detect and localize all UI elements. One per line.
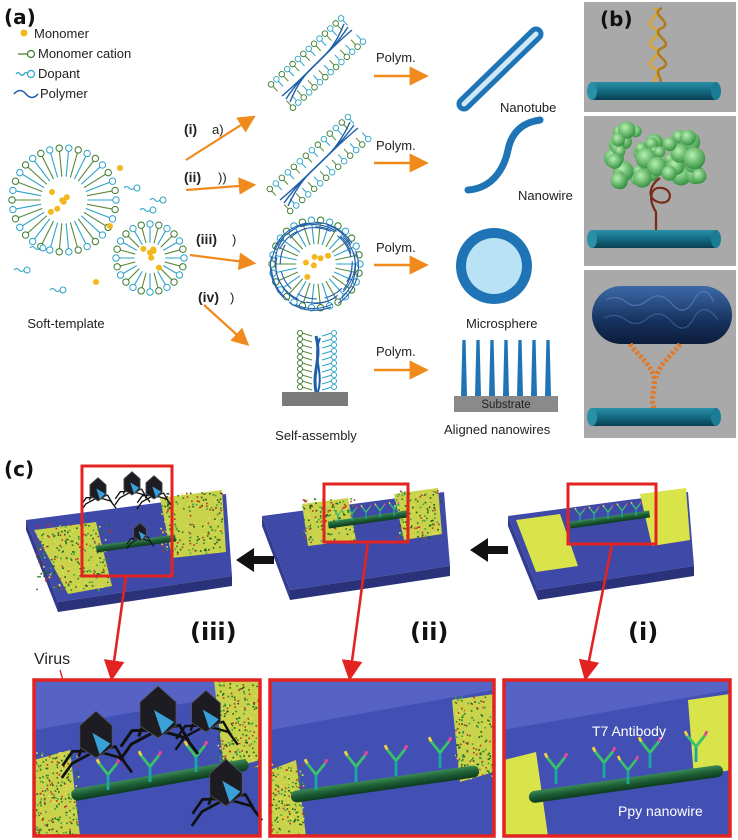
soft-template-label: Soft-template [27,316,104,331]
legend-monomer: Monomer [34,26,90,41]
zoom-frame-i [502,678,732,838]
antibody-linker-orange [627,342,683,414]
polym-label-4: Polym. [376,344,416,359]
route-arrow-ii [185,177,257,195]
legend: Monomer Monomer cation Dopant Polymer [13,26,131,101]
zoom-arrow-iii [103,575,128,682]
route-i-sub: a) [212,122,224,137]
panel-b: (b) [584,2,736,438]
zoom-box-chip-iii [80,464,174,578]
self-assembly-structure [282,329,348,406]
dna-helix [648,6,668,85]
nanowire-label: Nanowire [518,188,573,203]
nanotube-product [456,26,544,112]
panel-c-label: (c) [4,457,34,481]
legend-monomer-cation: Monomer cation [38,46,131,61]
zoom-panel-i: T7 Antibody Ppy nanowire [502,678,732,838]
zoom-box-chip-ii [322,482,410,544]
chip-iii [26,490,232,612]
nanowire-product [464,116,544,194]
zoom-panel-ii [268,678,496,838]
zoom-arrow-ii [341,541,370,682]
microsphere-product [456,228,532,304]
polym-label-3: Polym. [376,240,416,255]
zoom-frame-ii [268,678,496,838]
nanotube-label: Nanotube [500,100,556,115]
micelle-small [112,220,188,296]
substrate-block [454,396,558,412]
process-arrow-ii-to-iii [236,548,274,572]
nanowire-zoom-label: Ppy nanowire [618,803,703,819]
panel-b-label: (b) [600,7,633,31]
route-ii-label: (ii) [184,169,201,185]
microsphere-template [268,216,364,312]
substrate-label: Substrate [481,399,530,411]
polymer-legend-symbol [13,89,39,99]
nanowire-template [266,113,372,215]
legend-polymer: Polymer [40,86,88,101]
zoom-frame-iii [32,678,262,838]
nanowire-rod-top [587,82,721,100]
polymerization-arrows [374,66,429,380]
aligned-nanowires-label: Aligned nanowires [444,422,551,437]
polym-label-2: Polym. [376,138,416,153]
legend-dopant: Dopant [38,66,80,81]
nanotube-template [267,15,367,111]
virus-label: Virus [34,651,70,668]
virus-particles-chip-iii [80,471,173,550]
panel-c: (c) [4,457,732,838]
nanowire-rod-middle [587,230,721,248]
monomer-legend-symbol [20,29,28,37]
route-iv-sub: ) [230,290,234,305]
dopant-legend-symbol [15,71,29,77]
nanowire-rod-bottom [587,408,721,426]
zoom-arrow-i [578,543,614,682]
antibodies-chip-ii [332,501,400,522]
antibodies-chip-i [574,501,642,522]
aligned-nanowires-product: Substrate [454,340,558,412]
panel-a-label: (a) [4,5,36,29]
process-arrow-i-to-ii [470,538,508,562]
antibody-label: T7 Antibody [592,723,666,739]
polym-label-1: Polym. [376,50,416,65]
linker-strand [649,177,671,232]
route-arrow-iii [189,252,257,271]
micelle-large [8,144,120,256]
panel-a: (a) Monomer Monomer cation Dopant Polyme… [4,5,573,443]
self-assembly-substrate [282,392,348,406]
route-iv-label: (iv) [198,289,219,305]
free-monomers [13,165,167,294]
route-arrow-i [185,115,256,161]
route-arrow-iv [203,304,250,346]
self-assembly-label: Self-assembly [275,428,357,443]
protein-cluster [603,121,707,190]
route-arrows [185,115,257,346]
route-i-label: (i) [184,121,197,137]
microsphere-label: Microsphere [466,316,538,331]
route-iii-sub: ) [232,232,236,247]
chip-ii [262,488,450,600]
zoom-panel-iii [32,678,264,838]
stage-iii-label: (iii) [190,618,237,646]
route-iii-label: (iii) [196,231,217,247]
chip-i [508,488,694,600]
route-ii-sub: )) [218,170,227,185]
stage-ii-label: (ii) [410,618,448,646]
cell-capsule [592,286,732,344]
stage-i-label: (i) [628,618,658,646]
